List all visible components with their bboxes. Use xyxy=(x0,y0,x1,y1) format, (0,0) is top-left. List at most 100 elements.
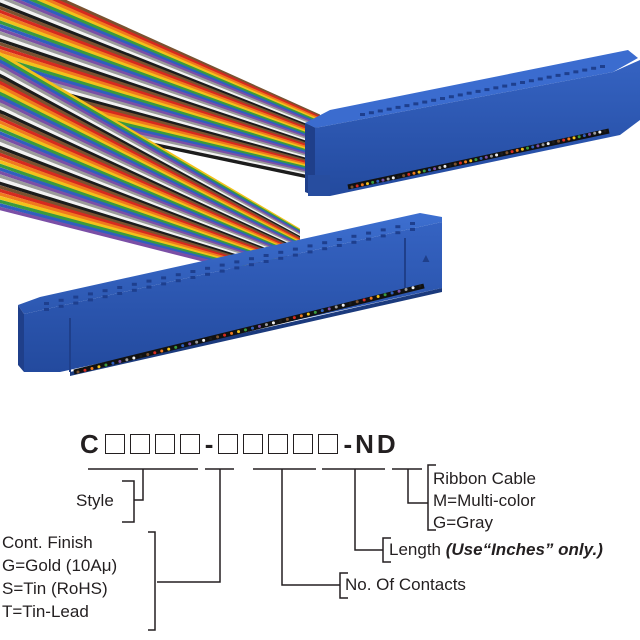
finish-option: G=Gold (10Aμ) xyxy=(2,556,118,575)
back-connector-slots xyxy=(360,65,605,116)
pin-contact xyxy=(118,359,122,363)
connector-slot xyxy=(351,240,357,244)
pin-contact xyxy=(588,132,592,136)
length-title: Length xyxy=(389,540,441,559)
connector-slot xyxy=(263,254,269,257)
pin-contact xyxy=(536,144,540,148)
pin-contact xyxy=(474,158,478,162)
pin-contact xyxy=(407,172,411,176)
connector-slot xyxy=(351,234,357,238)
connector-slot xyxy=(404,104,410,108)
connector-slot xyxy=(448,95,454,99)
front-connector-slots xyxy=(44,222,415,311)
pin-contact xyxy=(412,171,416,175)
connector-slot xyxy=(278,250,284,254)
pin-contact xyxy=(469,159,473,163)
pin-contact xyxy=(510,150,514,154)
connector-slot xyxy=(493,86,499,90)
pin-contact xyxy=(250,326,254,330)
pin-contact xyxy=(418,284,422,288)
ribbon-option: G=Gray xyxy=(433,513,493,532)
connector-slot xyxy=(58,298,64,302)
connector-slot xyxy=(73,301,79,305)
pin-contact xyxy=(546,142,550,146)
pin-contact xyxy=(427,168,431,172)
connector-slot xyxy=(502,84,508,88)
connector-slot xyxy=(161,276,167,280)
pin-contact xyxy=(489,154,493,158)
pin-contact xyxy=(369,296,373,300)
finish-option: T=Tin-Lead xyxy=(2,602,89,621)
slot-box xyxy=(179,434,200,454)
slot-box xyxy=(318,434,339,454)
connector-slot xyxy=(292,247,298,251)
part-suffix: -ND xyxy=(343,428,399,459)
pin-contact xyxy=(371,180,375,184)
pin-contact xyxy=(376,295,380,299)
pin-contact xyxy=(160,349,164,353)
pin-contact xyxy=(264,323,268,327)
front-connector: ▲ xyxy=(18,213,442,376)
pin-contact xyxy=(181,344,185,348)
pin-contact xyxy=(355,300,359,304)
back-connector-pins xyxy=(347,128,610,190)
connector-slot xyxy=(484,88,490,92)
connector-slot xyxy=(175,279,181,283)
pin-contact xyxy=(381,178,385,182)
pin-contact xyxy=(327,307,331,311)
connector-slot xyxy=(377,109,383,113)
pin-contact xyxy=(244,328,248,332)
connector-slot xyxy=(263,260,269,263)
connector-slot xyxy=(564,72,570,76)
slot-box xyxy=(218,434,239,454)
pin-contact xyxy=(209,337,213,341)
pin-contact xyxy=(360,183,364,187)
connector-slot xyxy=(190,270,196,273)
connector-slot xyxy=(58,304,64,308)
pin-contact xyxy=(348,302,352,306)
pin-contact xyxy=(365,182,369,186)
connector-slot xyxy=(410,222,415,225)
part-number-template: C - -ND xyxy=(80,427,399,461)
connector-slot xyxy=(582,68,588,72)
pin-contact xyxy=(313,310,317,314)
pin-contact xyxy=(505,151,509,155)
pin-contact xyxy=(104,363,108,367)
pin-contact xyxy=(195,340,199,344)
finish-option: S=Tin (RoHS) xyxy=(2,579,108,598)
connector-slot xyxy=(307,244,313,248)
pin-contact xyxy=(97,365,101,369)
connector-slot xyxy=(219,263,225,267)
connector-slot xyxy=(395,231,401,235)
pin-contact xyxy=(391,176,395,180)
pin-contact xyxy=(448,163,452,167)
connector-slot xyxy=(511,82,517,86)
pin-contact xyxy=(376,179,380,183)
connector-slot xyxy=(131,282,137,286)
connector-slot xyxy=(395,105,401,109)
pin-contact xyxy=(167,347,171,351)
connector-slot xyxy=(73,295,79,299)
ribbon-title: Ribbon Cable xyxy=(433,469,537,488)
connector-slot xyxy=(422,100,428,104)
connector-slot xyxy=(205,266,211,270)
back-ribbon-cable xyxy=(0,0,320,182)
pin-contact xyxy=(216,335,220,339)
connector-slot xyxy=(380,228,386,232)
pin-contact xyxy=(404,288,408,292)
connector-slot xyxy=(475,89,481,93)
pin-contact xyxy=(188,342,192,346)
pin1-marker-icon: ▲ xyxy=(420,251,432,265)
connector-slot xyxy=(44,302,49,305)
connector-slot xyxy=(366,237,372,241)
connector-slot xyxy=(248,257,254,261)
pin-contact xyxy=(334,305,338,309)
connector-slot xyxy=(117,286,123,289)
pin-contact xyxy=(396,175,400,179)
connector-slot xyxy=(102,295,108,299)
connector-slot xyxy=(366,231,372,235)
pin-contact xyxy=(572,136,576,140)
connector-slot xyxy=(292,253,298,257)
pin-contact xyxy=(526,146,530,150)
pin-contact xyxy=(500,152,504,156)
